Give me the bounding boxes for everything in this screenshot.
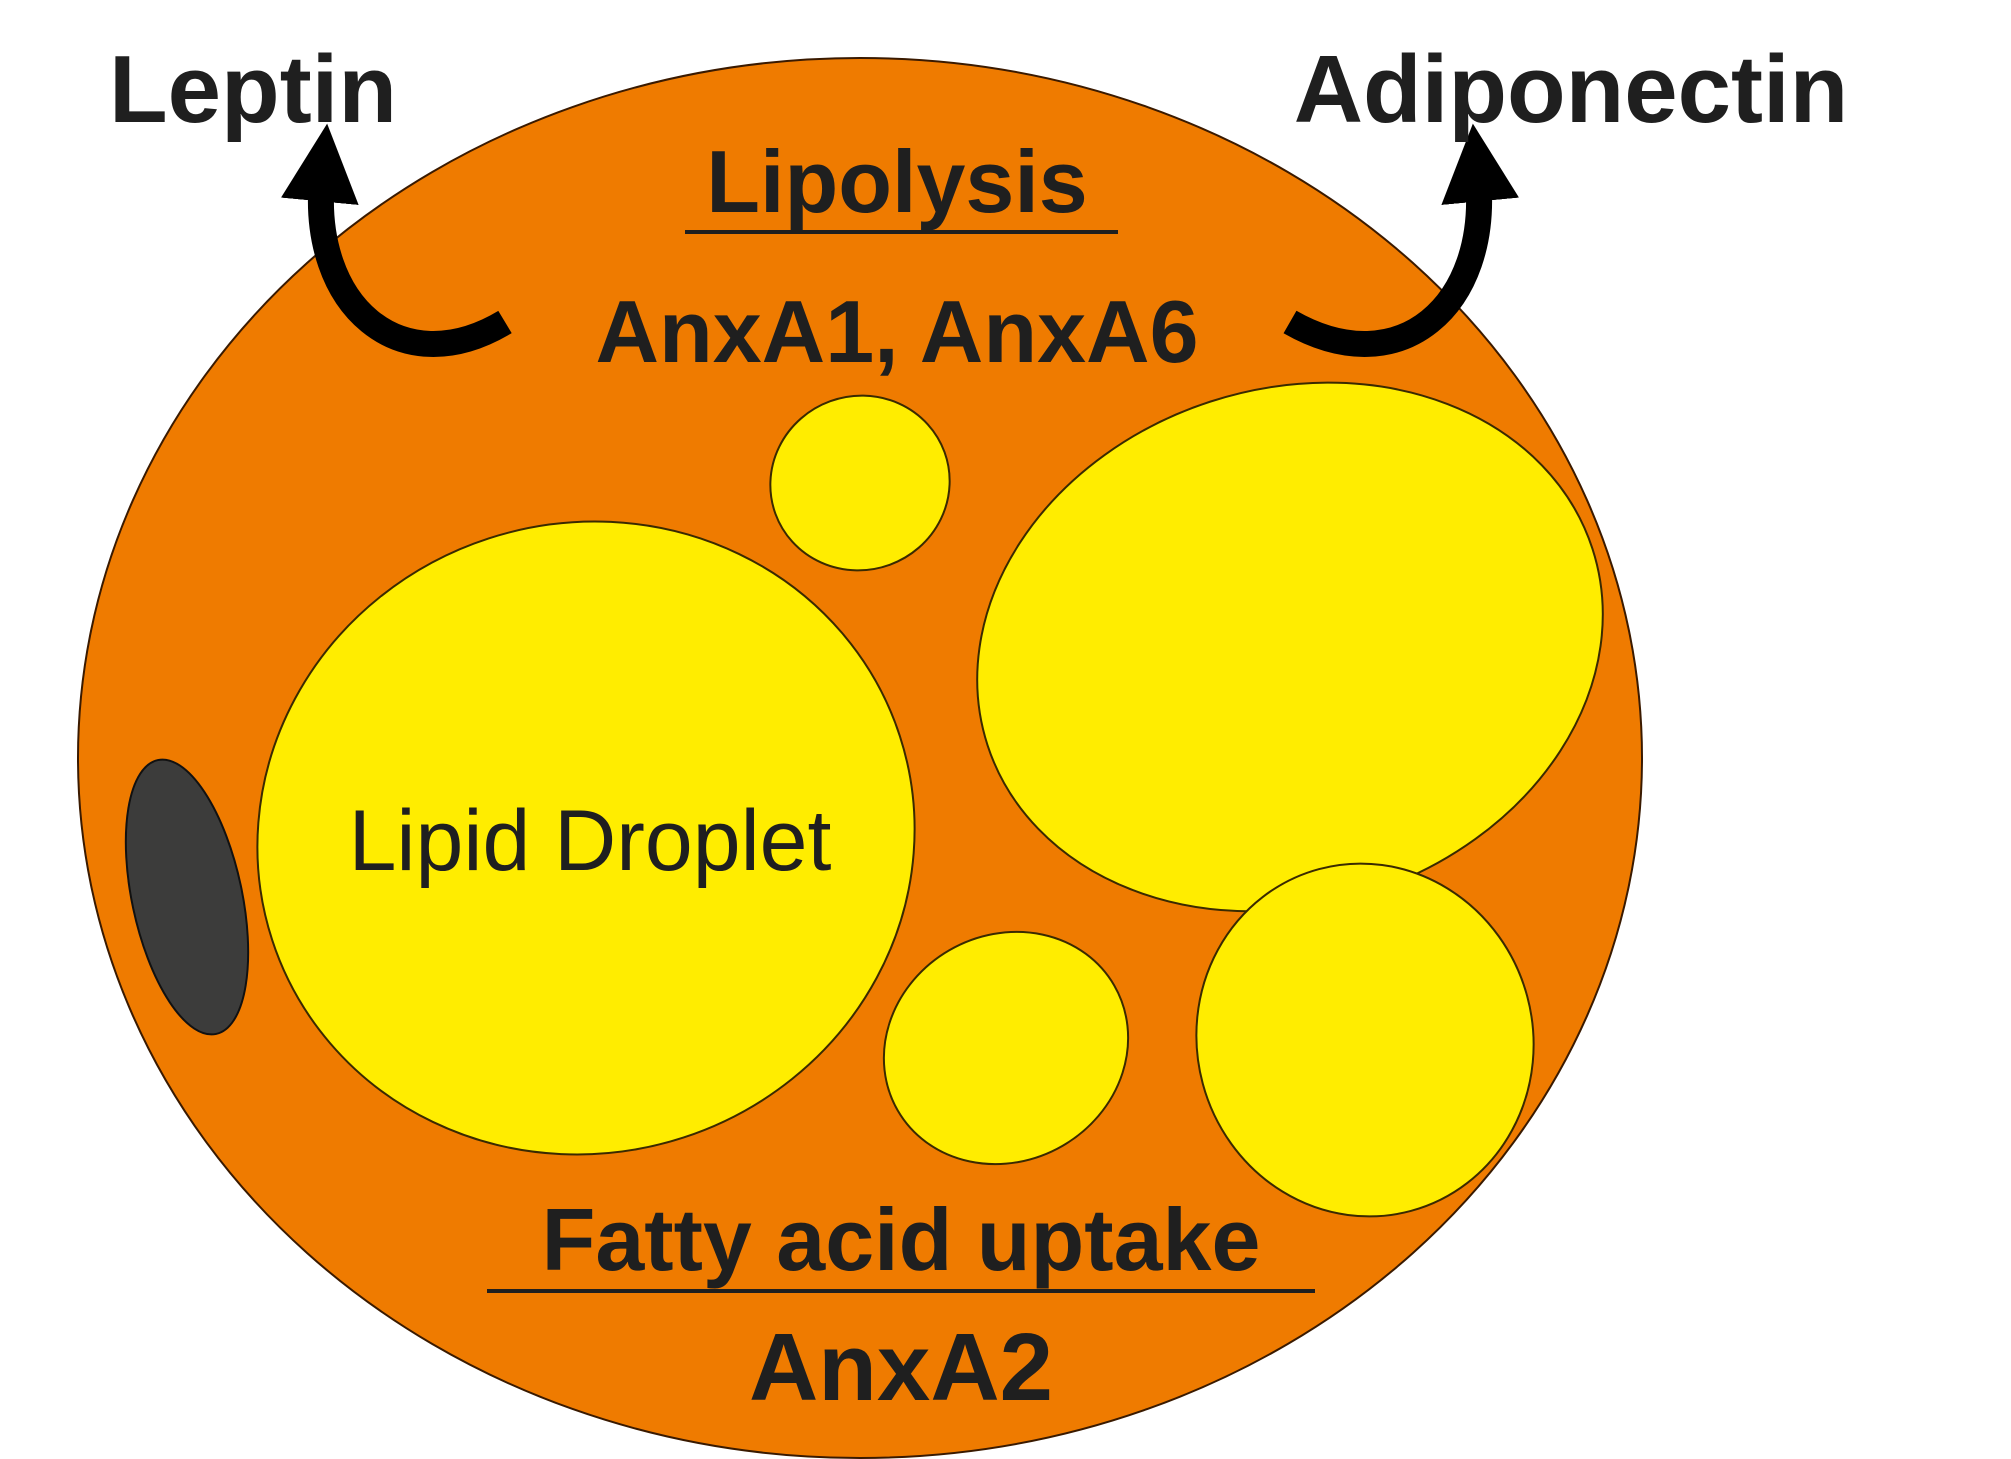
fatty-acid-protein-label: AnxA2: [749, 1314, 1053, 1421]
leptin-secretion-arrow: [280, 123, 512, 357]
lipid-droplet-bottom-middle: [882, 930, 1130, 1166]
lipolysis-proteins-label: AnxA1, AnxA6: [595, 282, 1198, 381]
lipid-droplet-label: Lipid Droplet: [349, 793, 832, 889]
lipid-droplet-bottom-right: [1195, 862, 1535, 1218]
leptin-label: Leptin: [109, 36, 397, 143]
lipid-droplet-large: [256, 520, 916, 1156]
fatty-acid-uptake-heading: Fatty acid uptake: [542, 1190, 1261, 1289]
lipid-droplet-small-top: [769, 394, 951, 572]
adiponectin-label: Adiponectin: [1294, 36, 1849, 143]
lipolysis-heading: Lipolysis: [706, 132, 1087, 231]
adiponectin-secretion-arrow: [1283, 123, 1520, 357]
nucleus: [124, 758, 250, 1036]
